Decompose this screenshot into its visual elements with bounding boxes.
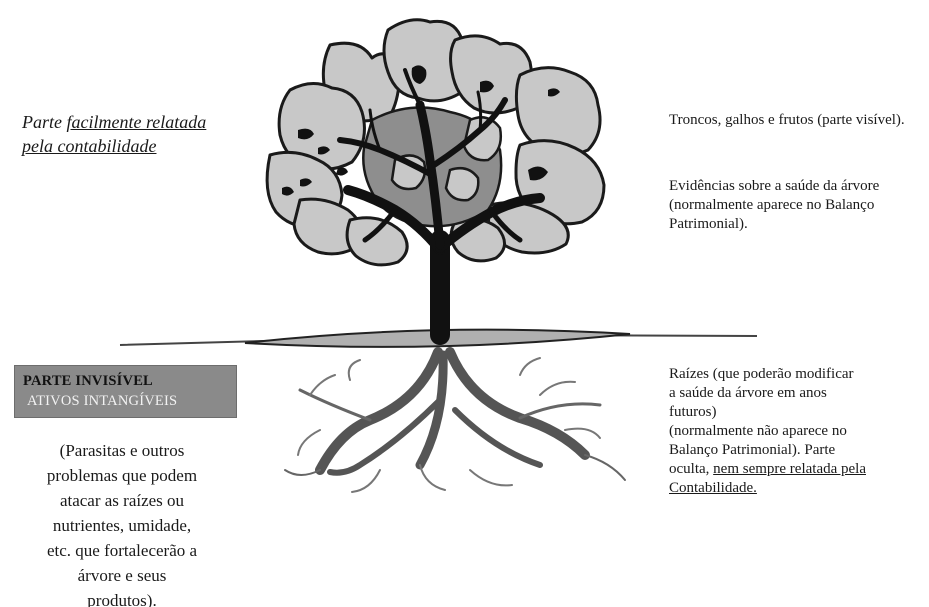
- roots-line: Raízes (que poderão modificar: [669, 365, 925, 384]
- roots-tail: oculta, nem sempre relatada pela Contabi…: [669, 460, 925, 498]
- intangible-assets-title: ATIVOS INTANGÍVEIS: [27, 393, 177, 410]
- visible-part-prefix: Parte: [22, 112, 67, 132]
- parasites-caption: (Parasitas e outros problemas que podem …: [6, 438, 238, 607]
- roots-line: (normalmente não aparece no: [669, 422, 925, 441]
- parasites-line: problemas que podem: [6, 463, 238, 488]
- invisible-part-title: PARTE INVISÍVEL: [23, 373, 153, 390]
- parasites-line: etc. que fortalecerão a: [6, 538, 238, 563]
- roots-line: a saúde da árvore em anos: [669, 384, 925, 403]
- parasites-line: nutrientes, umidade,: [6, 513, 238, 538]
- parasites-line: produtos).: [6, 588, 238, 607]
- health-evidence-caption: Evidências sobre a saúde da árvore (norm…: [669, 177, 929, 234]
- roots-tail-prefix: oculta,: [669, 461, 713, 477]
- roots-line: futuros): [669, 403, 925, 422]
- invisible-part-box: PARTE INVISÍVEL ATIVOS INTANGÍVEIS: [14, 365, 237, 418]
- parasites-line: (Parasitas e outros: [6, 438, 238, 463]
- parasites-line: atacar as raízes ou: [6, 488, 238, 513]
- roots: [285, 352, 625, 492]
- roots-caption: Raízes (que poderão modificar a saúde da…: [669, 365, 925, 498]
- roots-line: Balanço Patrimonial). Parte: [669, 441, 925, 460]
- parasites-line: árvore e seus: [6, 563, 238, 588]
- visible-part-caption: Parte facilmente relatada pela contabili…: [22, 110, 222, 158]
- trunk-caption: Troncos, galhos e frutos (parte visível)…: [669, 111, 925, 130]
